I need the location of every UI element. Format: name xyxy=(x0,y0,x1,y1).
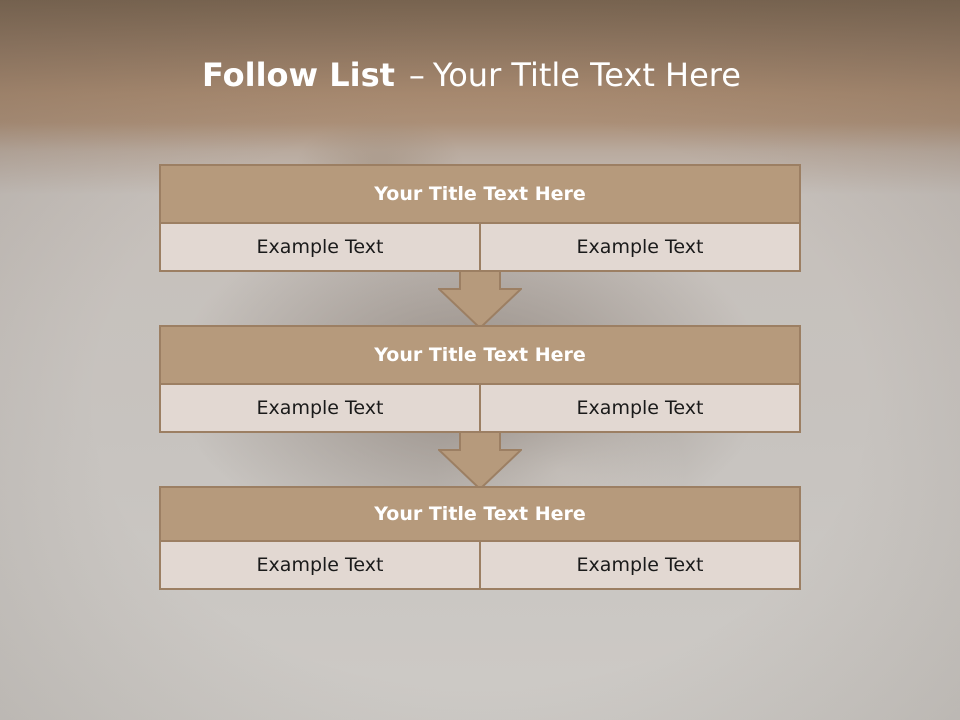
down-arrow-icon xyxy=(438,432,522,490)
block-cell-right: Example Text xyxy=(479,383,801,433)
slide-title: Follow List–Your Title Text Here xyxy=(0,52,943,98)
block-cell-left: Example Text xyxy=(159,383,481,433)
block-cell-right: Example Text xyxy=(479,222,801,272)
block-title: Your Title Text Here xyxy=(159,486,801,542)
block-cell-right: Example Text xyxy=(479,540,801,590)
block-cell-left: Example Text xyxy=(159,540,481,590)
slide-title-rest: Your Title Text Here xyxy=(432,56,741,94)
block-cell-left: Example Text xyxy=(159,222,481,272)
block-title: Your Title Text Here xyxy=(159,325,801,385)
list-block-1: Your Title Text Here Example Text Exampl… xyxy=(159,164,801,272)
list-block-2: Your Title Text Here Example Text Exampl… xyxy=(159,325,801,433)
list-block-3: Your Title Text Here Example Text Exampl… xyxy=(159,486,801,592)
slide-title-separator: – xyxy=(408,56,425,94)
slide-title-bold: Follow List xyxy=(202,56,395,94)
block-title: Your Title Text Here xyxy=(159,164,801,224)
down-arrow-icon xyxy=(438,271,522,329)
